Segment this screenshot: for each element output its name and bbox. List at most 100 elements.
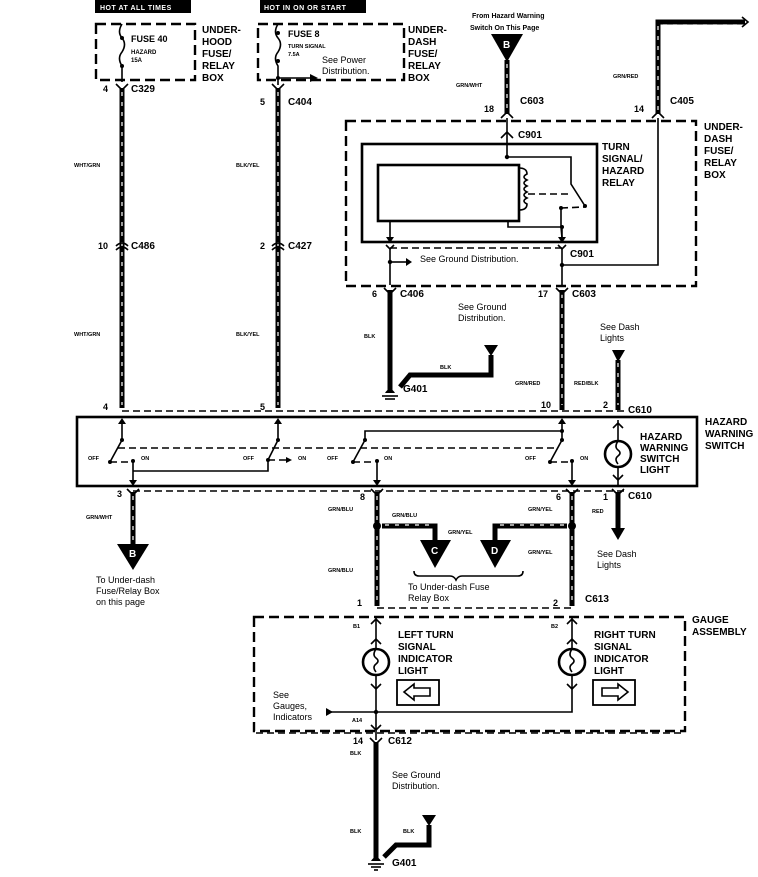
relay-label-4: RELAY xyxy=(602,178,635,189)
fuse-40-rating: 15A xyxy=(131,58,143,64)
c610-pin-3: 3 xyxy=(117,489,122,499)
left-light-label-1: LEFT TURN xyxy=(398,630,454,641)
c613-pin-1: 1 xyxy=(357,598,362,608)
underhood-label-5: BOX xyxy=(202,73,224,84)
hazard-switch-label-3: SWITCH xyxy=(705,441,744,452)
connector-c-triangle xyxy=(420,540,451,568)
dash-lights-lower-arrow xyxy=(611,528,625,540)
left-arrow-icon xyxy=(402,682,431,702)
relay-label-3: HAZARD xyxy=(602,166,644,177)
relay-label-2: SIGNAL/ xyxy=(602,154,643,165)
c486-pin: 10 xyxy=(98,241,108,251)
underdash-label-2: DASH xyxy=(408,37,436,48)
c329-label: C329 xyxy=(131,84,155,95)
gauge-pin-b2: B2 xyxy=(551,624,558,630)
wire-grn-blu xyxy=(370,488,438,606)
c603-top-label: C603 xyxy=(520,96,544,107)
wire-label-blk-1: BLK xyxy=(364,334,375,340)
wire-grn-wht-bottom xyxy=(126,488,140,545)
c406-pin: 6 xyxy=(372,289,377,299)
left-light-label-2: SIGNAL xyxy=(398,642,436,653)
connector-c-letter: C xyxy=(431,546,438,557)
wire-label-grn-yel-3: GRN/YEL xyxy=(528,550,553,556)
c612-pin: 14 xyxy=(353,736,363,746)
underdash-label-3: FUSE/ xyxy=(408,49,438,60)
c610-pin-6: 6 xyxy=(556,492,561,502)
c610-pin-10: 10 xyxy=(541,400,551,410)
connector-d-letter: D xyxy=(491,546,498,557)
c329-pin: 4 xyxy=(103,84,108,94)
relay-box: UNDER- DASH FUSE/ RELAY BOX C901 TURN SI… xyxy=(344,118,743,288)
from-hazard-text-1: From Hazard Warning xyxy=(472,13,544,20)
wire-label-blk-4: BLK xyxy=(350,829,361,835)
hazard-switch-label-2: WARNING xyxy=(705,429,754,440)
c610-pin-8: 8 xyxy=(360,492,365,502)
wire-label-blk-yel-2: BLK/YEL xyxy=(236,332,260,338)
see-power-distribution-2: Distribution. xyxy=(322,66,370,76)
underhood-label-3: FUSE/ xyxy=(202,49,232,60)
fuse-8-box: FUSE 8 TURN SIGNAL 7.5A See Power Distri… xyxy=(256,22,447,85)
gauge-pin-a14: A14 xyxy=(352,718,363,724)
header-hot-in-on-text: HOT IN ON OR START xyxy=(264,5,347,12)
g401-lower-label: G401 xyxy=(392,858,417,869)
wire-label-wht-grn-2: WHT/GRN xyxy=(74,332,100,338)
g401-upper-label: G401 xyxy=(403,384,428,395)
wire-label-red: RED xyxy=(592,509,604,515)
underhood-label-1: UNDER- xyxy=(202,25,241,36)
wire-label-grn-yel-1: GRN/YEL xyxy=(448,530,473,536)
fuse-40-name: FUSE 40 xyxy=(131,34,168,44)
underhood-label-4: RELAY xyxy=(202,61,235,72)
ground-note-upper-2: Distribution. xyxy=(458,313,506,323)
wire-label-blk-yel-1: BLK/YEL xyxy=(236,163,260,169)
wire-grn-red-mid xyxy=(555,287,569,410)
switch1-on-label: ON xyxy=(141,456,149,462)
right-light-label-1: RIGHT TURN xyxy=(594,630,656,641)
hazard-light-label-1: HAZARD xyxy=(640,432,682,443)
wire-label-grn-blu-3: GRN/BLU xyxy=(328,568,353,574)
relay-box-label-3: FUSE/ xyxy=(704,146,734,157)
from-hazard-text-2: Switch On This Page xyxy=(470,25,539,32)
see-dash-lights-upper-2: Lights xyxy=(600,333,625,343)
c603-bottom-label: C603 xyxy=(572,289,596,300)
wire-label-wht-grn-1: WHT/GRN xyxy=(74,163,100,169)
relay-box-label-1: UNDER- xyxy=(704,122,743,133)
wire-label-grn-blu-2: GRN/BLU xyxy=(392,513,417,519)
wire-label-red-blk: RED/BLK xyxy=(574,381,598,387)
wire-blk-g401-upper xyxy=(382,287,498,400)
to-underdash-b-3: on this page xyxy=(96,597,145,607)
wire-label-blk-2: BLK xyxy=(440,365,451,371)
switch3-off-label: OFF xyxy=(327,456,339,462)
connector-b-letter-top: B xyxy=(503,40,510,51)
c406-label: C406 xyxy=(400,289,424,300)
wire-grn-wht-top xyxy=(500,60,514,119)
c427-label: C427 xyxy=(288,241,312,252)
wire-grn-red-top xyxy=(651,16,750,119)
switch-pin-5: 5 xyxy=(260,402,265,412)
c613-pin-2: 2 xyxy=(553,598,558,608)
wire-label-blk-5: BLK xyxy=(403,829,414,835)
dash-lights-upper-arrow xyxy=(612,350,625,362)
to-underdash-b-2: Fuse/Relay Box xyxy=(96,586,160,596)
fuse-8-desc: TURN SIGNAL xyxy=(288,44,326,50)
connector-b-triangle-bottom xyxy=(117,544,149,570)
gauge-label-2: ASSEMBLY xyxy=(692,627,747,638)
fuse-8-rating: 7.5A xyxy=(288,52,300,58)
c427-pin: 2 xyxy=(260,241,265,251)
wire-label-blk-3: BLK xyxy=(350,751,361,757)
hazard-warning-switch: HAZARD WARNING SWITCH OFF xyxy=(75,415,754,488)
relay-label-1: TURN xyxy=(602,142,630,153)
c486-label: C486 xyxy=(131,241,155,252)
ground-note-lower-2: Distribution. xyxy=(392,781,440,791)
switch1-off-label: OFF xyxy=(88,456,100,462)
relay-box-label-5: BOX xyxy=(704,170,726,181)
header-hot-at-all-times xyxy=(95,0,191,13)
gauge-label-1: GAUGE xyxy=(692,615,729,626)
c603-bottom-pin: 17 xyxy=(538,289,548,299)
see-power-distribution-1: See Power xyxy=(322,55,366,65)
gauge-assembly: GAUGE ASSEMBLY B1 B2 A14 LEFT TURN SIGNA… xyxy=(252,615,747,740)
underhood-label-2: HOOD xyxy=(202,37,232,48)
wire-label-grn-yel-2: GRN/YEL xyxy=(528,507,553,513)
see-gauges-3: Indicators xyxy=(273,712,313,722)
c610-pin-1: 1 xyxy=(603,492,608,502)
